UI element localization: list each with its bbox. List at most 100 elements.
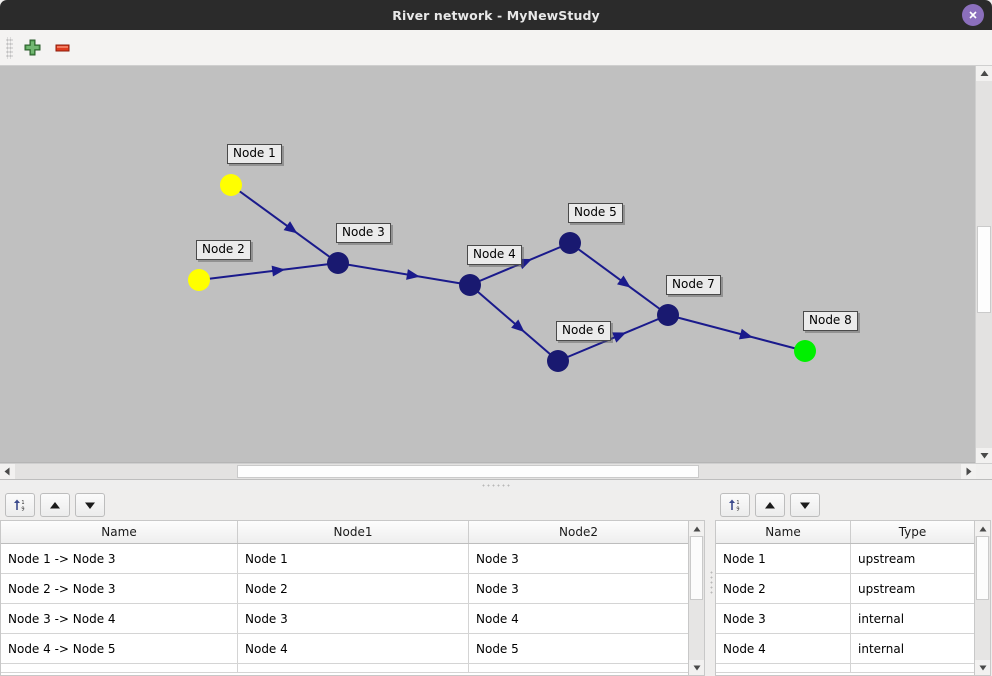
reaches-col-node2[interactable]: Node2	[468, 521, 688, 544]
reach-cell[interactable]: Node 4	[237, 633, 469, 664]
reach-cell[interactable]: Node 1	[237, 543, 469, 574]
svg-text:9: 9	[736, 506, 739, 512]
edge-Node5-to-Node7[interactable]	[569, 242, 669, 316]
reach-cell[interactable]: Node 3	[468, 543, 688, 574]
reaches-scroll-up-button[interactable]	[689, 521, 704, 536]
nodes-vscroll-thumb[interactable]	[976, 536, 989, 600]
node-label-node-3[interactable]: Node 3	[336, 223, 391, 243]
reach-cell[interactable]: Node 2 -> Node 3	[1, 573, 238, 604]
canvas-vscroll-thumb[interactable]	[977, 226, 991, 313]
edge-Node2-to-Node3[interactable]	[198, 262, 339, 281]
nodes-scroll-down-button[interactable]	[975, 660, 990, 675]
reach-cell[interactable]: Node 1 -> Node 3	[1, 543, 238, 574]
edge-Node1-to-Node3[interactable]	[230, 184, 339, 264]
graph-node-node-5[interactable]	[559, 232, 581, 254]
network-canvas[interactable]: Node 1 Node 2 Node 3 Node 4 Node 5 Node 6 Node…	[0, 66, 976, 463]
edge-Node4-to-Node6[interactable]	[469, 284, 559, 362]
edge-Node7-to-Node8[interactable]	[667, 314, 806, 352]
nodes-scroll-up-button[interactable]	[975, 521, 990, 536]
canvas-vertical-scrollbar[interactable]	[975, 66, 992, 463]
table-row-empty[interactable]	[716, 663, 974, 673]
graph-node-node-8[interactable]	[794, 340, 816, 362]
reaches-vscroll-thumb[interactable]	[690, 536, 703, 600]
node-label-node-5[interactable]: Node 5	[568, 203, 623, 223]
node-cell[interactable]: Node 3	[716, 603, 851, 634]
reaches-sort-button[interactable]: 1 9	[5, 493, 35, 517]
node-cell[interactable]: internal	[850, 603, 974, 634]
node-label-node-6[interactable]: Node 6	[556, 321, 611, 341]
node-cell[interactable]: Node 4	[716, 633, 851, 664]
graph-node-node-7[interactable]	[657, 304, 679, 326]
table-row-empty[interactable]	[1, 663, 688, 673]
reaches-vscroll-track[interactable]	[689, 536, 704, 660]
node-cell-empty[interactable]	[716, 663, 851, 673]
reaches-col-name[interactable]: Name	[1, 521, 238, 544]
window-title: River network - MyNewStudy	[392, 7, 600, 23]
reaches-scroll-down-button[interactable]	[689, 660, 704, 675]
nodes-col-type[interactable]: Type	[850, 521, 974, 544]
reach-cell[interactable]: Node 3 -> Node 4	[1, 603, 238, 634]
reach-cell-empty[interactable]	[468, 663, 688, 673]
reach-cell[interactable]: Node 4	[468, 603, 688, 634]
nodes-move-up-button[interactable]	[755, 493, 785, 517]
reach-cell[interactable]: Node 4 -> Node 5	[1, 633, 238, 664]
scroll-right-button[interactable]	[961, 464, 976, 479]
node-cell-empty[interactable]	[850, 663, 974, 673]
canvas-horizontal-scrollbar[interactable]	[0, 463, 992, 479]
nodes-vscroll-track[interactable]	[975, 536, 990, 660]
node-label-node-2[interactable]: Node 2	[196, 240, 251, 260]
node-label-node-4[interactable]: Node 4	[467, 245, 522, 265]
reaches-move-up-button[interactable]	[40, 493, 70, 517]
canvas-vscroll-track[interactable]	[976, 81, 992, 448]
node-cell[interactable]: Node 1	[716, 543, 851, 574]
nodes-vertical-scrollbar[interactable]	[975, 520, 991, 676]
toolbar-grip[interactable]	[6, 36, 13, 59]
close-button[interactable]	[962, 4, 984, 26]
delete-node-button[interactable]	[47, 33, 77, 63]
nodes-move-down-button[interactable]	[790, 493, 820, 517]
reaches-vertical-scrollbar[interactable]	[689, 520, 705, 676]
reach-cell[interactable]: Node 2	[237, 573, 469, 604]
edge-Node6-to-Node7[interactable]	[557, 314, 669, 362]
graph-node-node-1[interactable]	[220, 174, 242, 196]
horizontal-splitter[interactable]	[0, 479, 992, 490]
graph-node-node-2[interactable]	[188, 269, 210, 291]
canvas-hscroll-track[interactable]	[15, 464, 961, 479]
graph-node-node-3[interactable]	[327, 252, 349, 274]
vertical-splitter[interactable]	[706, 490, 715, 676]
reach-cell[interactable]: Node 5	[468, 633, 688, 664]
reach-cell[interactable]: Node 3	[237, 603, 469, 634]
reach-cell[interactable]: Node 3	[468, 573, 688, 604]
scroll-up-button[interactable]	[976, 66, 992, 81]
node-cell[interactable]: Node 2	[716, 573, 851, 604]
node-label-node-1[interactable]: Node 1	[227, 144, 282, 164]
graph-node-node-4[interactable]	[459, 274, 481, 296]
scroll-left-button[interactable]	[0, 464, 15, 479]
reach-cell-empty[interactable]	[1, 663, 238, 673]
reaches-col-node1[interactable]: Node1	[237, 521, 469, 544]
nodes-col-name[interactable]: Name	[716, 521, 851, 544]
nodes-sort-button[interactable]: 1 9	[720, 493, 750, 517]
node-label-node-8[interactable]: Node 8	[803, 311, 858, 331]
node-label-node-7[interactable]: Node 7	[666, 275, 721, 295]
canvas-hscroll-thumb[interactable]	[237, 465, 699, 478]
node-cell[interactable]: upstream	[850, 543, 974, 574]
reach-cell-empty[interactable]	[237, 663, 469, 673]
scrollbar-corner	[976, 464, 992, 479]
add-node-button[interactable]	[17, 33, 47, 63]
edge-Node3-to-Node4[interactable]	[337, 262, 471, 286]
node-cell[interactable]: upstream	[850, 573, 974, 604]
graph-node-node-6[interactable]	[547, 350, 569, 372]
scroll-down-button[interactable]	[976, 448, 992, 463]
reaches-move-down-button[interactable]	[75, 493, 105, 517]
node-cell[interactable]: internal	[850, 633, 974, 664]
